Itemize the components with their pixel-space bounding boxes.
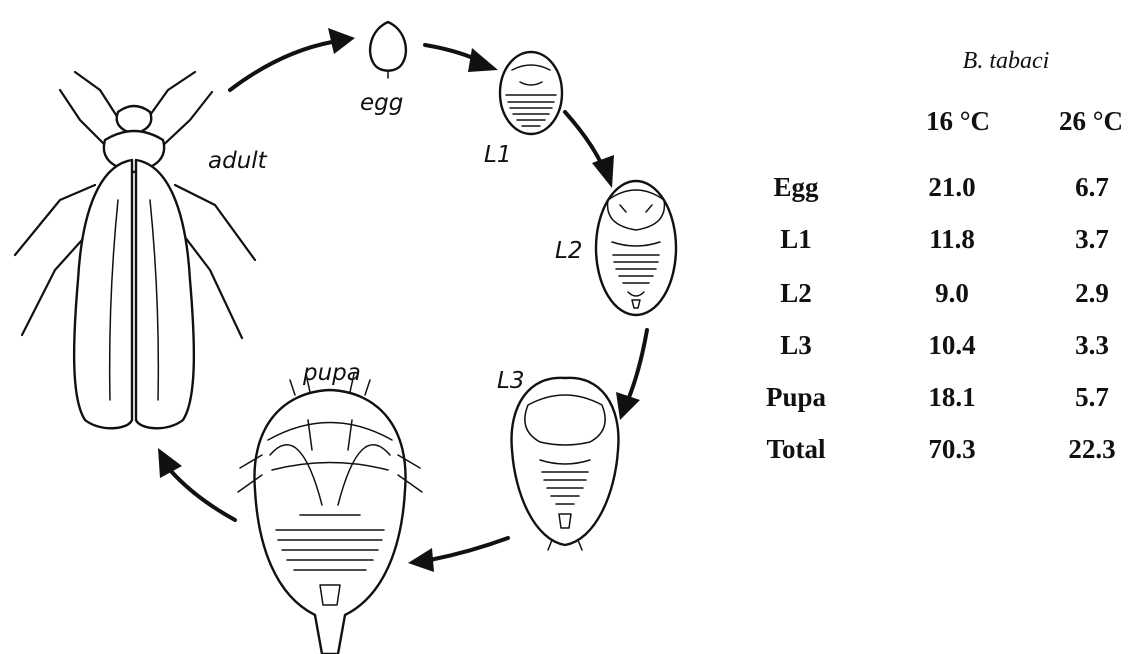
cell-16c: 9.0 <box>935 278 969 308</box>
cell-16c: 18.1 <box>928 382 975 412</box>
table-row-total: Total 70.3 22.3 <box>766 434 1115 464</box>
column-header-16c: 16 °C <box>926 106 990 136</box>
l2-label: L2 <box>555 238 582 264</box>
development-time-table: B. tabaci 16 °C 26 °C Egg 21.0 6.7 L1 11… <box>766 48 1123 464</box>
arrow-egg-to-l1 <box>425 45 498 72</box>
row-label: L2 <box>780 278 812 308</box>
l1-label: L1 <box>484 142 511 168</box>
arrow-l3-to-pupa <box>408 538 508 572</box>
cell-26c: 5.7 <box>1075 382 1109 412</box>
l2-illustration <box>596 181 676 315</box>
l3-label: L3 <box>497 368 524 394</box>
cell-26c: 22.3 <box>1068 434 1115 464</box>
column-header-26c: 26 °C <box>1059 106 1123 136</box>
cell-16c: 70.3 <box>928 434 975 464</box>
row-label: Pupa <box>766 382 827 412</box>
arrow-l2-to-l3 <box>616 330 647 420</box>
table-title: B. tabaci <box>963 48 1050 74</box>
l3-illustration <box>512 378 619 550</box>
table-row-l1: L1 11.8 3.7 <box>780 224 1109 254</box>
arrow-pupa-to-adult <box>158 448 235 520</box>
cell-16c: 10.4 <box>928 330 975 360</box>
egg-illustration <box>370 22 406 78</box>
table-row-pupa: Pupa 18.1 5.7 <box>766 382 1109 412</box>
row-label: L1 <box>780 224 812 254</box>
cell-26c: 3.3 <box>1075 330 1109 360</box>
arrow-adult-to-egg <box>230 28 355 90</box>
arrow-l1-to-l2 <box>565 112 614 188</box>
cell-26c: 3.7 <box>1075 224 1109 254</box>
cell-16c: 11.8 <box>929 224 975 254</box>
egg-label: egg <box>360 90 403 116</box>
cell-26c: 6.7 <box>1075 172 1109 202</box>
l1-illustration <box>500 52 562 134</box>
cell-16c: 21.0 <box>928 172 975 202</box>
row-label: Total <box>766 434 826 464</box>
cell-26c: 2.9 <box>1075 278 1109 308</box>
adult-illustration <box>15 72 255 428</box>
table-row-l2: L2 9.0 2.9 <box>780 278 1109 308</box>
table-row-egg: Egg 21.0 6.7 <box>773 172 1108 202</box>
table-row-l3: L3 10.4 3.3 <box>780 330 1109 360</box>
row-label: Egg <box>773 172 819 202</box>
adult-label: adult <box>208 148 268 174</box>
row-label: L3 <box>780 330 812 360</box>
pupa-label: pupa <box>302 360 361 386</box>
pupa-illustration <box>238 374 422 654</box>
